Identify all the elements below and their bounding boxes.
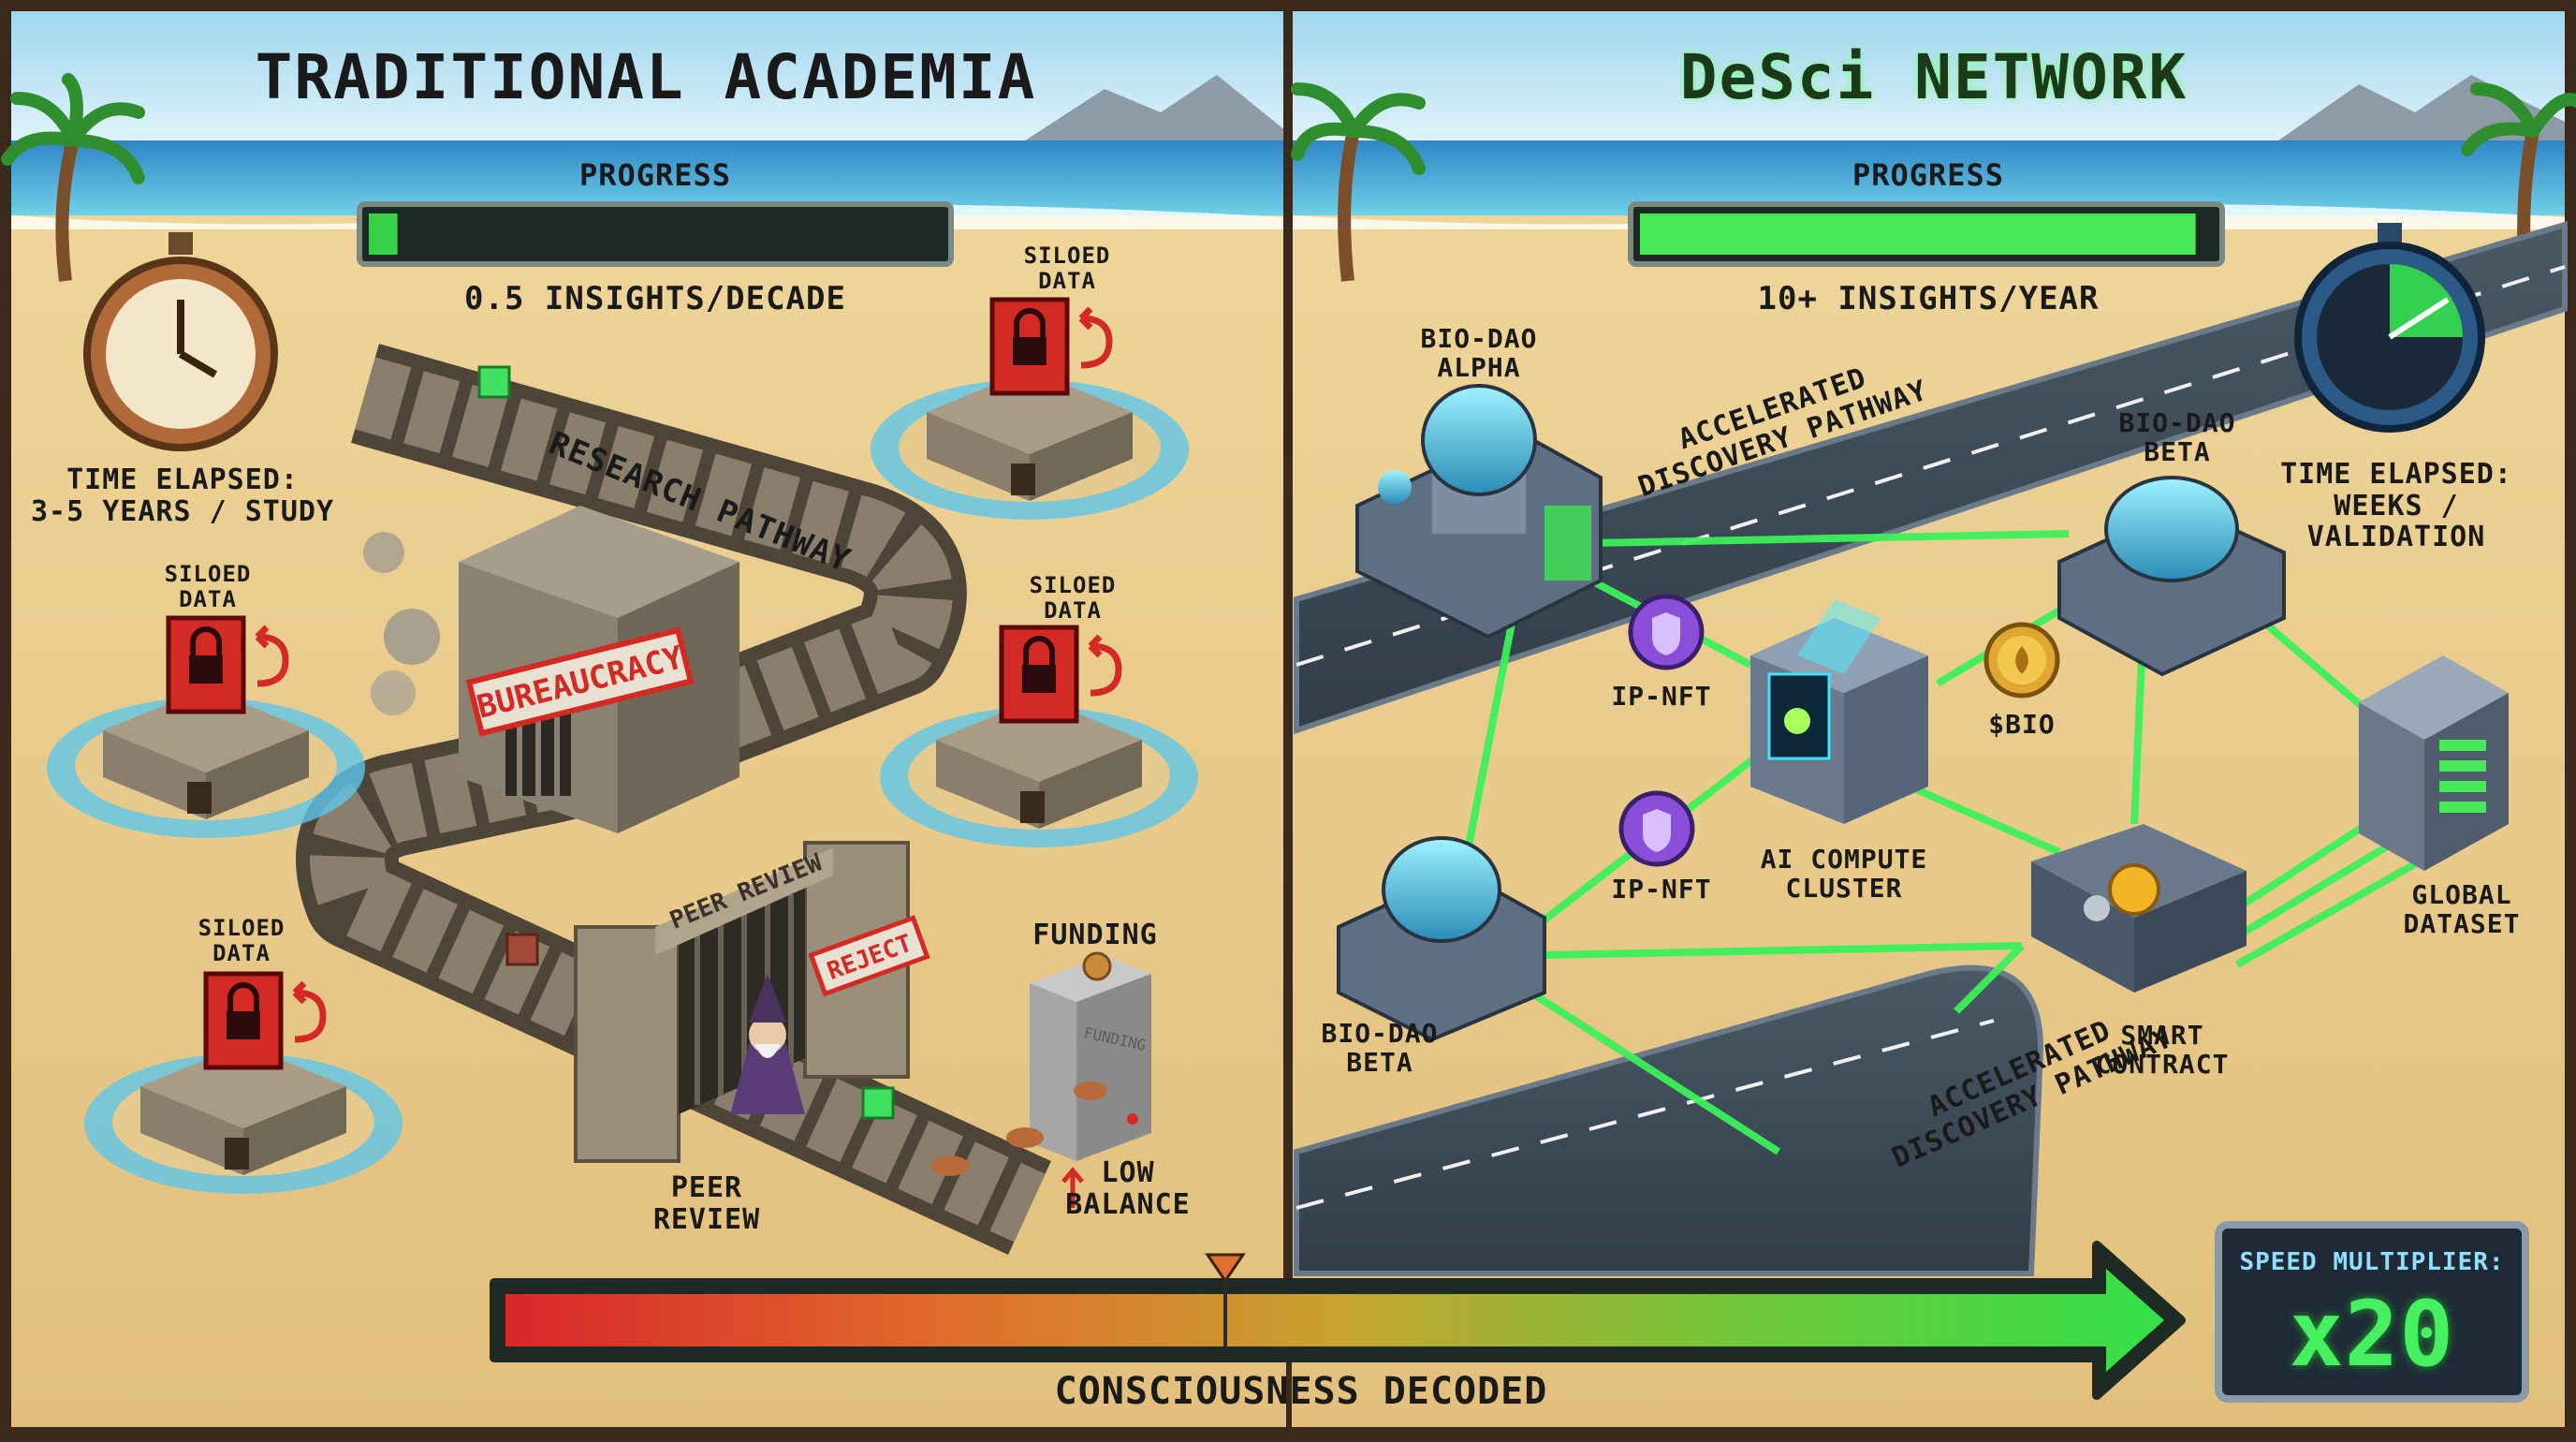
siloed-data-label-mid-right: SILOED DATA bbox=[1029, 572, 1117, 624]
left-time-elapsed: TIME ELAPSED: 3-5 YEARS / STUDY bbox=[30, 464, 335, 528]
peer-review-gate bbox=[574, 841, 910, 1163]
data-cube-icon bbox=[861, 1086, 895, 1120]
data-cube-icon bbox=[477, 365, 511, 399]
left-panel-title: TRADITIONAL ACADEMIA bbox=[255, 41, 1037, 113]
speed-multiplier-panel bbox=[2215, 1221, 2529, 1403]
siloed-castle bbox=[47, 688, 365, 838]
speed-multiplier-label: SPEED MULTIPLIER: bbox=[2239, 1248, 2505, 1276]
siloed-data-label-top-right: SILOED DATA bbox=[1023, 243, 1111, 294]
siloed-data-label-left: SILOED DATA bbox=[164, 561, 252, 612]
return-arrow-icon bbox=[1078, 306, 1113, 369]
left-insight-rate: 0.5 INSIGHTS/DECADE bbox=[464, 280, 846, 317]
funding-label: FUNDING bbox=[1032, 919, 1158, 951]
funding-box: FUNDING bbox=[931, 951, 1151, 1208]
wizard-reviewer bbox=[730, 974, 805, 1114]
ip-nft-shield-icon bbox=[1628, 594, 1705, 670]
siloed-castles bbox=[47, 297, 1198, 1194]
global-dataset-server bbox=[2359, 655, 2509, 871]
left-progress-label: PROGRESS bbox=[578, 157, 732, 193]
siloed-castle bbox=[84, 1044, 402, 1194]
bio-dao-beta-left-dome bbox=[1337, 836, 1546, 1042]
left-progress-bar bbox=[357, 201, 954, 267]
ip-nft-label-1: IP-NFT bbox=[1611, 681, 1712, 712]
siloed-castle bbox=[880, 698, 1198, 847]
consciousness-decoded-caption: CONSCIOUSNESS DECODED bbox=[1054, 1370, 1548, 1413]
right-progress-label: PROGRESS bbox=[1852, 157, 2005, 193]
bio-dao-beta-top-dome bbox=[2057, 476, 2286, 677]
lock-icon bbox=[166, 615, 246, 714]
bio-dao-beta-left-label: BIO-DAO BETA bbox=[1321, 1018, 1439, 1079]
bio-token-coin-icon bbox=[1983, 622, 2060, 699]
consciousness-progress-arrow bbox=[490, 1241, 2186, 1400]
bio-dao-alpha-label: BIO-DAO ALPHA bbox=[1420, 323, 1538, 384]
speed-multiplier-value: x20 bbox=[2289, 1282, 2455, 1387]
accelerated-road-bottom bbox=[1294, 964, 2044, 1276]
stopwatch-fast-icon bbox=[2294, 223, 2485, 433]
right-progress-bar bbox=[1628, 201, 2225, 267]
return-arrow-icon bbox=[1088, 634, 1122, 697]
return-arrow-icon bbox=[255, 625, 289, 687]
global-dataset-label: GLOBAL DATASET bbox=[2403, 879, 2521, 940]
ai-compute-cluster bbox=[1750, 599, 1928, 824]
palm-tree-right-panel-left bbox=[1291, 82, 1426, 282]
lock-icon bbox=[203, 971, 284, 1070]
lock-icon bbox=[999, 625, 1079, 724]
ai-compute-cluster-label: AI COMPUTE CLUSTER bbox=[1760, 844, 1928, 905]
smart-contract-chip bbox=[2031, 824, 2247, 993]
right-time-elapsed: TIME ELAPSED: WEEKS / VALIDATION bbox=[2280, 458, 2512, 554]
bio-dao-beta-top-label: BIO-DAO BETA bbox=[2118, 407, 2236, 468]
peer-review-label: PEER REVIEW bbox=[652, 1171, 761, 1236]
bio-dao-alpha-dome bbox=[1355, 384, 1603, 640]
right-panel-title: DeSci NETWORK bbox=[1679, 41, 2188, 113]
siloed-data-label-bottom-left: SILOED DATA bbox=[198, 915, 285, 966]
ip-nft-shield-icon bbox=[1618, 790, 1695, 867]
stopwatch-icon bbox=[83, 232, 278, 451]
return-arrow-icon bbox=[292, 980, 327, 1043]
blocked-data-cube-icon bbox=[505, 933, 539, 966]
ip-nft-label-2: IP-NFT bbox=[1611, 874, 1712, 905]
panel-divider bbox=[1283, 9, 1293, 1292]
palm-tree-left bbox=[1, 73, 145, 282]
siloed-castle bbox=[871, 370, 1189, 520]
smart-contract-label: SMART CONTRACT bbox=[2095, 1020, 2230, 1081]
right-insight-rate: 10+ INSIGHTS/YEAR bbox=[1757, 280, 2100, 317]
low-balance-label: LOW BALANCE bbox=[1065, 1156, 1191, 1221]
bio-token-label: $BIO bbox=[1988, 709, 2056, 740]
lock-icon bbox=[989, 297, 1070, 396]
